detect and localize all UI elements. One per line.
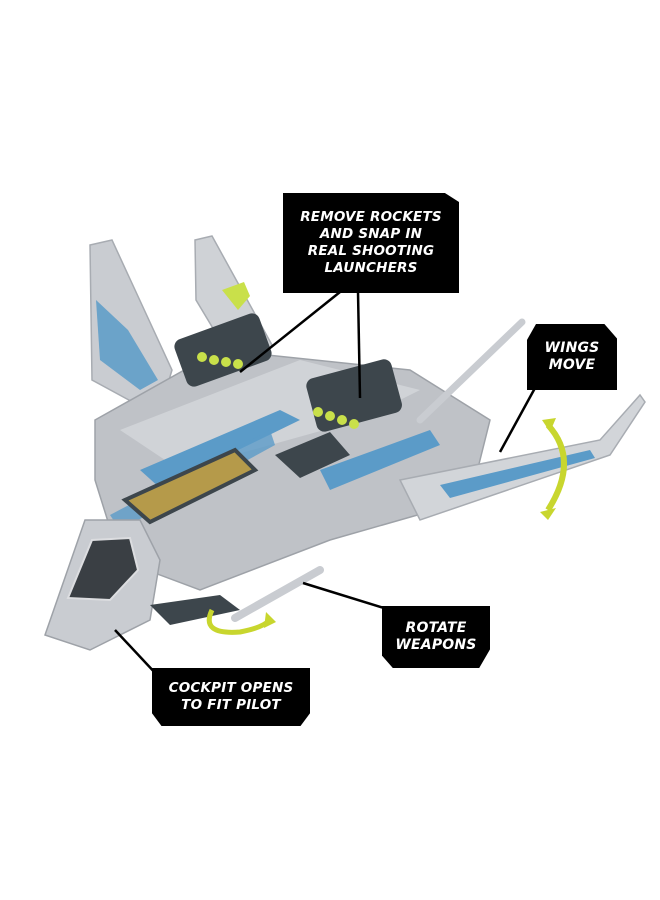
wing-move-arrow [545,422,567,512]
lower-gun-barrel [231,566,324,622]
right-rocket-launcher [306,359,402,432]
leader-rockets-left [239,291,341,373]
callout-remove-rockets: REMOVE ROCKETS AND SNAP IN REAL SHOOTING… [283,193,459,293]
wing-arrow-head-bottom [540,508,556,520]
callout-line: REMOVE ROCKETS [300,209,442,226]
rotate-arrow-head [264,612,276,628]
underside [150,595,240,625]
left-rocket-launcher [174,313,272,387]
callout-cockpit-opens: COCKPIT OPENS TO FIT PILOT [152,668,310,726]
leader-rockets-right [356,291,362,399]
callout-line: WINGS [544,339,600,356]
right-wing [398,393,646,521]
nose-cockpit [44,519,161,651]
wing-arrow-head-top [542,418,556,432]
callout-wings-move: WINGS MOVE [527,324,617,390]
leader-wings [498,387,537,453]
left-tail-fin [89,239,173,411]
leader-cockpit [114,629,159,677]
gold-sensor-panel [121,447,259,525]
callout-rotate-weapons: ROTATE WEAPONS [382,606,490,668]
callout-line: MOVE [548,357,596,373]
callout-line: TO FIT PILOT [181,697,281,713]
callout-line: COCKPIT OPENS [168,680,294,697]
rotate-arrow [206,608,272,635]
dark-vent-panel [275,432,350,478]
callout-line: AND SNAP IN [319,226,423,243]
callout-line: LAUNCHERS [324,259,418,276]
callout-line: REAL SHOOTING [307,243,435,259]
callout-line: WEAPONS [395,637,477,653]
upper-gun-barrel [416,318,526,424]
callout-line: ROTATE [405,619,467,636]
leader-rotate [302,581,385,610]
tail-emblem [222,282,250,310]
